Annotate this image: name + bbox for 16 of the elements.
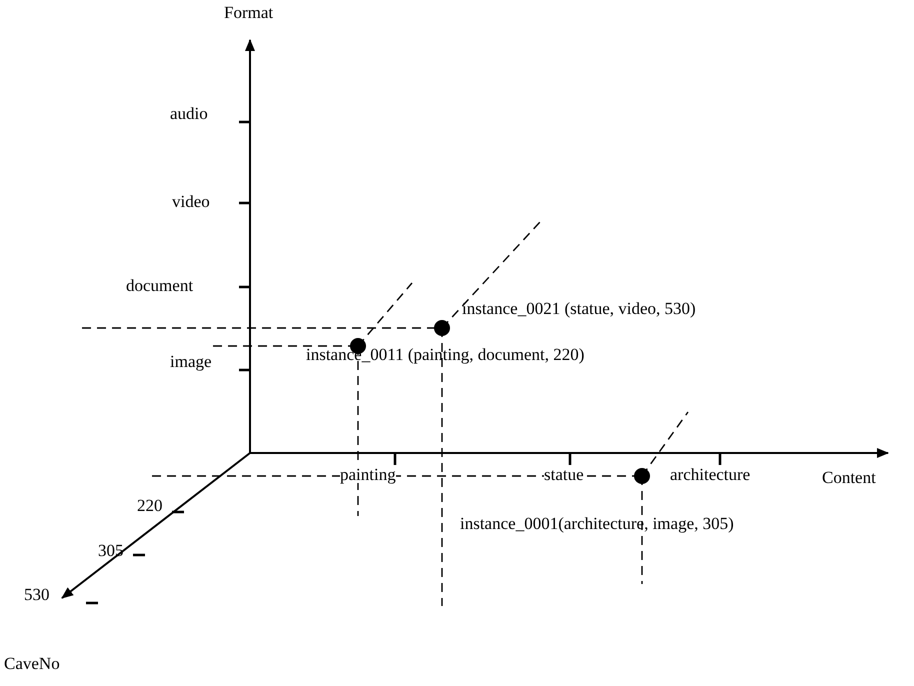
data-point xyxy=(434,320,450,336)
axis-label: video xyxy=(172,193,210,210)
axis-label: painting xyxy=(340,466,396,483)
axis-label: 220 xyxy=(137,497,162,514)
axis-label: architecture xyxy=(670,466,750,483)
axis-label: image xyxy=(170,353,212,370)
axis-label: document xyxy=(126,277,194,294)
axis-label: 530 xyxy=(24,586,50,603)
point-label: instance_0021 (statue, video, 530) xyxy=(462,300,696,317)
point-label: instance_0001(architecture, image, 305) xyxy=(460,515,734,532)
axis-label: Format xyxy=(224,4,274,21)
data-point xyxy=(634,468,650,484)
axis-label: CaveNo xyxy=(4,655,60,672)
axis-label: Content xyxy=(822,469,876,486)
axis-label: 305 xyxy=(98,542,124,559)
axis-label: audio xyxy=(170,105,208,122)
